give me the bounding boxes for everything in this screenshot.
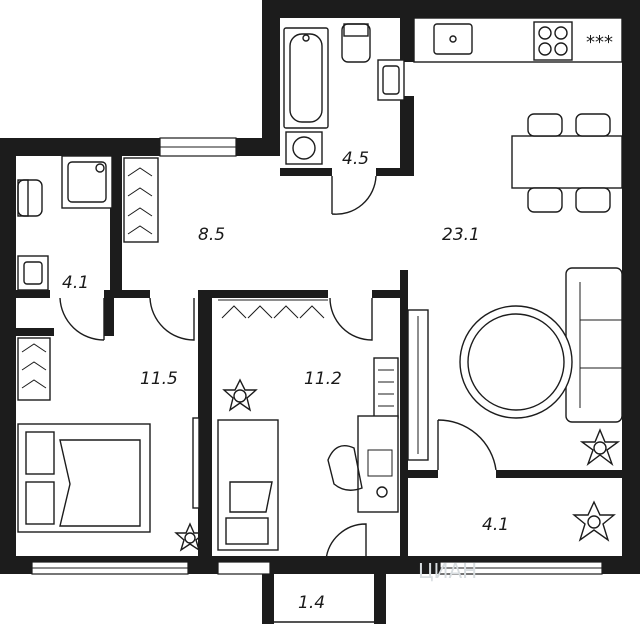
doors [59, 175, 497, 561]
shower [61, 155, 113, 209]
stove [533, 21, 573, 61]
hallway [123, 157, 159, 243]
area-bathroom-main: 4.1 [62, 273, 89, 293]
dining-table [511, 135, 623, 189]
wardrobe [123, 157, 159, 243]
bathroom-main [17, 155, 113, 291]
area-bedroom-large: 11.5 [140, 369, 178, 389]
plant-icon [174, 522, 206, 552]
bathroom-small [283, 23, 405, 165]
plant-icon [579, 428, 621, 466]
round-rug [459, 305, 573, 419]
plant-icon [222, 378, 258, 412]
stove-label: *** [586, 32, 613, 53]
area-balcony: 1.4 [298, 593, 325, 613]
area-bedroom-small: 11.2 [304, 369, 342, 389]
area-labels: 4.5 23.1 8.5 4.1 11.5 11.2 4.1 1.4 [62, 149, 509, 613]
area-living-kitchen: 23.1 [442, 225, 480, 245]
area-hallway: 8.5 [198, 225, 225, 245]
sofa [565, 267, 623, 423]
area-bathroom-small: 4.5 [342, 149, 369, 169]
sink-main [17, 255, 49, 291]
shelving [373, 357, 399, 419]
kitchen: *** [413, 17, 623, 466]
watermark: ЦИАН [418, 559, 477, 583]
plant-icon [572, 500, 616, 542]
windows [31, 137, 603, 575]
kitchen-sink [433, 23, 473, 55]
area-loggia-right: 4.1 [482, 515, 509, 535]
loggia-right [572, 500, 616, 542]
bedroom-large [17, 337, 206, 552]
bathtub [283, 27, 329, 129]
toilet-main [17, 179, 43, 217]
bedroom-small [217, 299, 399, 551]
bed-large [17, 423, 151, 533]
bed-small [217, 419, 279, 551]
toilet [341, 23, 371, 63]
